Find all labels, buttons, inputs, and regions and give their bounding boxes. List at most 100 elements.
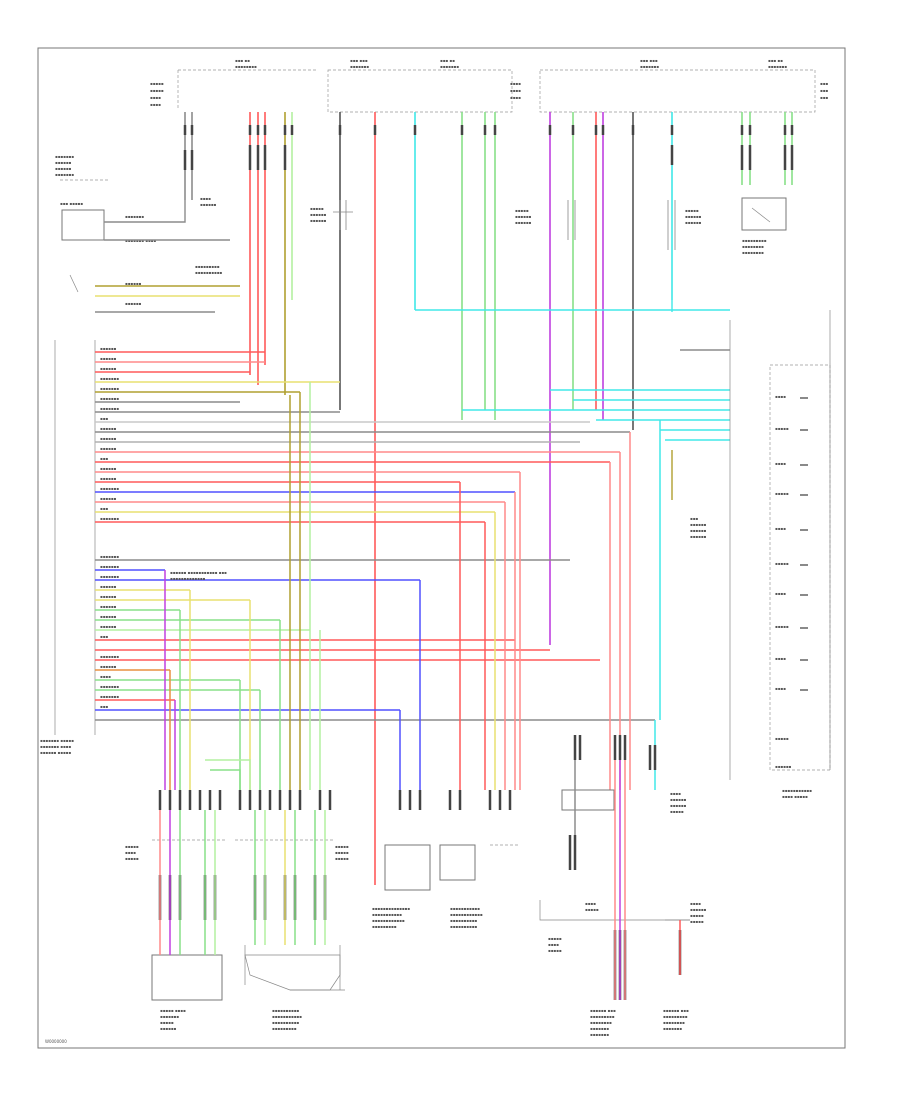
svg-text:▪▪▪▪▪▪▪: ▪▪▪▪▪▪▪	[440, 64, 459, 69]
svg-text:▪▪▪▪▪▪: ▪▪▪▪▪▪	[775, 764, 792, 769]
svg-text:▪▪▪▪▪▪: ▪▪▪▪▪▪	[160, 1026, 177, 1031]
svg-text:▪▪▪▪▪▪▪: ▪▪▪▪▪▪▪	[768, 64, 787, 69]
svg-text:▪▪▪▪▪▪: ▪▪▪▪▪▪	[515, 214, 532, 219]
svg-text:▪▪▪▪▪▪▪▪▪▪: ▪▪▪▪▪▪▪▪▪▪	[195, 270, 222, 275]
relay-wires	[95, 200, 240, 313]
svg-text:▪▪▪▪▪▪▪: ▪▪▪▪▪▪▪	[100, 396, 119, 401]
svg-text:▪▪▪▪▪▪▪: ▪▪▪▪▪▪▪	[55, 172, 74, 177]
svg-text:▪▪▪▪: ▪▪▪▪	[510, 95, 521, 100]
svg-text:▪▪▪▪▪: ▪▪▪▪▪	[775, 491, 789, 496]
svg-text:▪▪▪▪▪▪: ▪▪▪▪▪▪	[125, 301, 142, 306]
svg-text:▪▪▪▪▪ ▪▪▪▪: ▪▪▪▪▪ ▪▪▪▪	[160, 1008, 186, 1013]
svg-text:▪▪▪▪: ▪▪▪▪	[100, 674, 111, 679]
svg-text:▪▪▪ ▪▪▪: ▪▪▪ ▪▪▪	[640, 58, 658, 63]
svg-text:▪▪▪▪▪▪▪: ▪▪▪▪▪▪▪	[100, 574, 119, 579]
svg-text:▪▪▪▪▪▪▪▪▪▪▪▪▪▪: ▪▪▪▪▪▪▪▪▪▪▪▪▪▪	[372, 906, 410, 911]
svg-text:▪▪▪▪▪▪▪▪▪▪▪▪: ▪▪▪▪▪▪▪▪▪▪▪▪	[372, 918, 405, 923]
svg-text:▪▪▪▪▪: ▪▪▪▪▪	[775, 426, 789, 431]
svg-text:▪▪▪▪▪▪▪▪▪▪: ▪▪▪▪▪▪▪▪▪▪	[272, 1020, 299, 1025]
svg-text:▪▪▪▪▪▪: ▪▪▪▪▪▪	[100, 496, 117, 501]
top-pin-marks	[183, 125, 794, 170]
svg-text:▪▪▪ ▪▪: ▪▪▪ ▪▪	[235, 58, 250, 63]
svg-text:▪▪▪▪▪▪ ▪▪▪: ▪▪▪▪▪▪ ▪▪▪	[590, 1008, 616, 1013]
svg-text:▪▪▪▪▪▪: ▪▪▪▪▪▪	[100, 436, 117, 441]
svg-text:▪▪▪▪▪: ▪▪▪▪▪	[515, 208, 529, 213]
svg-text:▪▪▪▪▪▪▪: ▪▪▪▪▪▪▪	[100, 684, 119, 689]
svg-text:▪▪▪▪▪: ▪▪▪▪▪	[775, 624, 789, 629]
svg-text:▪▪▪▪▪▪▪: ▪▪▪▪▪▪▪	[100, 376, 119, 381]
svg-text:▪▪▪▪: ▪▪▪▪	[548, 942, 559, 947]
svg-text:▪▪▪▪▪▪ ▪▪▪▪▪: ▪▪▪▪▪▪ ▪▪▪▪▪	[40, 750, 71, 755]
svg-text:▪▪▪▪: ▪▪▪▪	[775, 591, 786, 596]
svg-text:▪▪▪▪▪: ▪▪▪▪▪	[775, 561, 789, 566]
svg-text:▪▪▪▪▪: ▪▪▪▪▪	[125, 844, 139, 849]
svg-text:▪▪▪▪▪▪▪▪▪▪▪: ▪▪▪▪▪▪▪▪▪▪▪	[272, 1014, 302, 1019]
svg-text:▪▪▪▪▪: ▪▪▪▪▪	[310, 206, 324, 211]
svg-text:▪▪▪▪: ▪▪▪▪	[150, 102, 161, 107]
svg-text:▪▪▪▪▪▪: ▪▪▪▪▪▪	[100, 604, 117, 609]
svg-text:▪▪▪▪▪▪▪▪▪▪▪▪▪: ▪▪▪▪▪▪▪▪▪▪▪▪▪	[170, 576, 206, 581]
relay-components: ▪▪▪▪▪▪▪▪▪▪▪▪▪▪▪▪▪▪▪▪▪▪▪▪▪▪ ▪▪▪ ▪▪▪▪▪ ▪▪▪…	[55, 154, 787, 306]
svg-text:▪▪▪▪▪▪: ▪▪▪▪▪▪	[690, 534, 707, 539]
svg-text:▪▪▪▪▪▪▪: ▪▪▪▪▪▪▪	[100, 554, 119, 559]
can-bus-wires	[415, 300, 730, 500]
svg-text:▪▪▪▪▪▪: ▪▪▪▪▪▪	[100, 466, 117, 471]
svg-text:▪▪▪▪▪▪▪: ▪▪▪▪▪▪▪	[100, 564, 119, 569]
svg-text:▪▪▪▪▪▪: ▪▪▪▪▪▪	[100, 366, 117, 371]
svg-text:▪▪▪ ▪▪: ▪▪▪ ▪▪	[440, 58, 455, 63]
svg-text:▪▪▪▪▪▪▪▪▪▪▪: ▪▪▪▪▪▪▪▪▪▪▪	[782, 788, 812, 793]
svg-text:▪▪▪▪▪▪: ▪▪▪▪▪▪	[55, 166, 72, 171]
svg-text:▪▪▪: ▪▪▪	[100, 506, 108, 511]
svg-text:▪▪▪▪▪▪: ▪▪▪▪▪▪	[685, 220, 702, 225]
svg-text:▪▪▪▪▪▪▪: ▪▪▪▪▪▪▪	[100, 516, 119, 521]
svg-text:▪▪▪▪: ▪▪▪▪	[670, 791, 681, 796]
svg-text:▪▪▪▪▪▪▪▪▪: ▪▪▪▪▪▪▪▪▪	[272, 1026, 297, 1031]
svg-text:▪▪▪▪▪▪▪: ▪▪▪▪▪▪▪	[663, 1026, 682, 1031]
svg-text:▪▪▪▪▪▪▪ ▪▪▪▪: ▪▪▪▪▪▪▪ ▪▪▪▪	[40, 744, 71, 749]
svg-text:▪▪▪▪▪: ▪▪▪▪▪	[335, 844, 349, 849]
svg-text:▪▪▪▪▪▪▪▪: ▪▪▪▪▪▪▪▪	[235, 64, 257, 69]
svg-text:▪▪▪▪▪▪ ▪▪▪▪▪▪▪▪▪▪▪ ▪▪▪: ▪▪▪▪▪▪ ▪▪▪▪▪▪▪▪▪▪▪ ▪▪▪	[170, 570, 227, 575]
svg-text:▪▪▪ ▪▪▪▪▪: ▪▪▪ ▪▪▪▪▪	[60, 201, 83, 206]
svg-text:▪▪▪: ▪▪▪	[100, 704, 108, 709]
svg-text:▪▪▪▪▪▪▪: ▪▪▪▪▪▪▪	[640, 64, 659, 69]
svg-text:▪▪▪▪▪: ▪▪▪▪▪	[690, 913, 704, 918]
svg-text:▪▪▪▪▪▪: ▪▪▪▪▪▪	[310, 212, 327, 217]
svg-text:▪▪▪▪▪▪: ▪▪▪▪▪▪	[100, 346, 117, 351]
svg-text:▪▪▪▪▪▪▪▪▪: ▪▪▪▪▪▪▪▪▪	[663, 1014, 688, 1019]
svg-text:▪▪▪▪▪▪: ▪▪▪▪▪▪	[125, 281, 142, 286]
svg-text:▪▪▪▪: ▪▪▪▪	[150, 95, 161, 100]
svg-text:▪▪▪▪▪: ▪▪▪▪▪	[685, 208, 699, 213]
svg-text:▪▪▪▪: ▪▪▪▪	[775, 394, 786, 399]
svg-text:▪▪▪▪: ▪▪▪▪	[510, 88, 521, 93]
svg-text:▪▪▪▪▪▪: ▪▪▪▪▪▪	[515, 220, 532, 225]
svg-text:▪▪▪▪▪▪: ▪▪▪▪▪▪	[100, 584, 117, 589]
svg-text:▪▪▪▪▪: ▪▪▪▪▪	[670, 809, 684, 814]
svg-text:▪▪▪▪▪▪: ▪▪▪▪▪▪	[100, 476, 117, 481]
diagram-frame	[37, 47, 846, 1049]
svg-text:▪▪▪▪: ▪▪▪▪	[585, 901, 596, 906]
svg-text:▪▪▪ ▪▪▪: ▪▪▪ ▪▪▪	[350, 58, 368, 63]
diagram-id: W0000000	[45, 1039, 67, 1044]
svg-text:▪▪▪▪▪▪: ▪▪▪▪▪▪	[670, 803, 687, 808]
vertical-drops	[164, 382, 661, 790]
svg-text:▪▪▪: ▪▪▪	[100, 456, 108, 461]
svg-text:▪▪▪▪▪: ▪▪▪▪▪	[160, 1020, 174, 1025]
svg-text:▪▪▪▪▪▪: ▪▪▪▪▪▪	[690, 907, 707, 912]
svg-text:▪▪▪▪: ▪▪▪▪	[510, 81, 521, 86]
svg-text:▪▪▪▪▪▪: ▪▪▪▪▪▪	[100, 594, 117, 599]
top-wire-drops	[184, 112, 793, 885]
svg-text:▪▪▪▪▪▪▪▪▪: ▪▪▪▪▪▪▪▪▪	[742, 238, 767, 243]
svg-text:▪▪▪▪▪▪▪▪▪▪▪: ▪▪▪▪▪▪▪▪▪▪▪	[372, 912, 402, 917]
svg-text:▪▪▪: ▪▪▪	[820, 88, 828, 93]
svg-text:▪▪▪▪: ▪▪▪▪	[125, 850, 136, 855]
svg-text:▪▪▪▪ ▪▪▪▪▪: ▪▪▪▪ ▪▪▪▪▪	[782, 794, 808, 799]
svg-text:▪▪▪▪: ▪▪▪▪	[775, 526, 786, 531]
svg-text:▪▪▪▪: ▪▪▪▪	[200, 196, 211, 201]
svg-text:▪▪▪▪▪▪ ▪▪▪: ▪▪▪▪▪▪ ▪▪▪	[663, 1008, 689, 1013]
svg-text:▪▪▪: ▪▪▪	[100, 634, 108, 639]
svg-text:▪▪▪▪▪▪: ▪▪▪▪▪▪	[690, 528, 707, 533]
svg-text:▪▪▪: ▪▪▪	[820, 81, 828, 86]
svg-text:▪▪▪: ▪▪▪	[100, 416, 108, 421]
ecm-pin-labels: ▪▪▪▪▪▪▪▪▪▪▪▪▪▪▪▪▪▪ ▪▪▪▪▪▪▪▪▪▪▪▪▪▪▪▪▪▪▪▪▪…	[100, 346, 227, 709]
